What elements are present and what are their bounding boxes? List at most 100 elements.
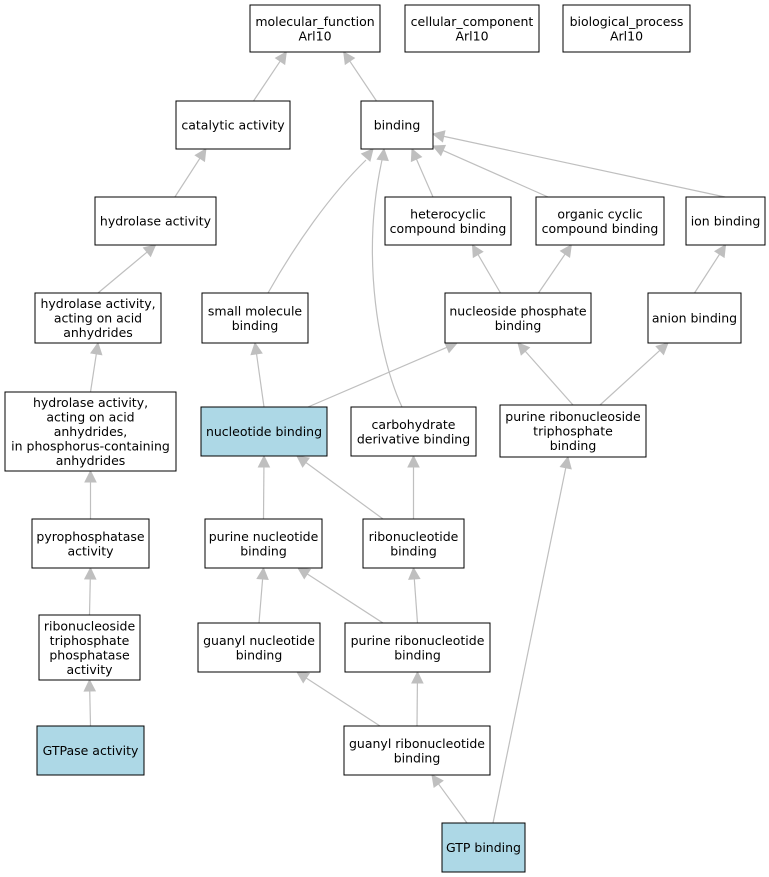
go-term-node-ion: ion binding	[685, 196, 766, 246]
go-term-box	[562, 4, 691, 53]
go-term-label-line: binding	[495, 318, 542, 333]
edge-line	[442, 135, 726, 198]
go-term-label-line: compound binding	[390, 221, 507, 236]
go-term-box	[249, 4, 381, 53]
edge-nucb-to-smb	[250, 341, 265, 408]
go-term-label-line: nucleoside phosphate	[449, 303, 587, 318]
edge-line	[492, 466, 567, 824]
go-term-box	[535, 196, 665, 246]
go-term-box	[350, 406, 477, 457]
go-term-box	[204, 518, 323, 569]
go-term-label-line: purine ribonucleotide	[351, 633, 485, 648]
go-term-box	[384, 196, 512, 246]
edge-arrowhead	[376, 147, 389, 162]
go-term-label-line: catalytic activity	[181, 118, 285, 133]
go-term-label-line: Arl10	[298, 28, 331, 43]
go-term-node-hydp: hydrolase activity,acting on acidanhydri…	[4, 391, 177, 472]
edge-line	[413, 577, 419, 624]
edge-cat-to-mf	[253, 51, 287, 102]
edge-arrowhead	[411, 670, 424, 684]
edge-anion-to-ion	[693, 244, 727, 294]
edge-arrowhead	[410, 147, 423, 163]
go-term-node-gtp: GTP binding	[441, 822, 526, 873]
go-term-label-line: binding	[394, 750, 441, 765]
edge-arrowhead	[83, 678, 97, 692]
go-term-label-line: anhydrides	[63, 325, 133, 340]
go-term-label-line: biological_process	[570, 14, 684, 29]
go-term-box	[4, 391, 177, 472]
edge-line	[253, 59, 282, 102]
edge-hyd-to-cat	[174, 148, 207, 198]
edge-line	[267, 159, 367, 294]
edge-het-to-bind	[410, 147, 434, 198]
edge-arrowhead	[407, 454, 420, 468]
edge-line	[89, 689, 92, 727]
edge-line	[174, 157, 201, 198]
go-term-label-line: activity	[66, 662, 113, 677]
edge-line	[89, 352, 98, 393]
edge-prt-to-anion	[599, 342, 669, 406]
go-term-label-line: ion binding	[691, 214, 761, 229]
edge-layer	[83, 51, 727, 824]
go-term-node-nucb: nucleotide binding	[200, 406, 328, 457]
edge-line	[306, 572, 384, 624]
go-term-label-line: Arl10	[610, 28, 643, 43]
go-term-box	[200, 406, 328, 457]
edge-arrowhead	[431, 130, 446, 143]
edge-line	[538, 252, 567, 294]
edge-arrowhead	[296, 671, 311, 684]
edge-hydanh-to-hyd	[97, 244, 157, 294]
edge-rnb-to-carb	[407, 454, 420, 519]
go-term-label-line: nucleotide binding	[206, 424, 322, 439]
go-term-label-line: GTP binding	[446, 840, 521, 855]
edge-pnb-to-nucb	[257, 454, 271, 520]
edge-org-to-bind	[431, 144, 549, 198]
edge-prnb-to-rnb	[408, 566, 421, 624]
edge-hydp-to-hydanh	[89, 341, 103, 393]
go-term-label-line: cellular_component	[411, 14, 534, 29]
edge-gtpase-to-rtpa	[83, 678, 97, 727]
edge-arrowhead	[84, 469, 97, 483]
go-term-box	[499, 404, 647, 458]
go-term-label-line: binding	[550, 438, 597, 453]
go-term-node-hydanh: hydrolase activity,acting on acidanhydri…	[34, 292, 162, 344]
edge-nsp-to-org	[538, 244, 572, 294]
go-term-node-gtpase: GTPase activity	[36, 725, 145, 776]
go-term-label-line: guanyl ribonucleotide	[349, 736, 485, 751]
edge-arrowhead	[517, 342, 531, 356]
go-term-box	[441, 822, 526, 873]
edge-carb-to-bind	[371, 147, 403, 408]
edge-arrowhead	[713, 244, 727, 259]
edge-rnb-to-nucb	[296, 455, 384, 520]
go-term-box	[444, 292, 592, 344]
go-term-label-line: compound binding	[542, 221, 659, 236]
go-term-label-line: acting on acid	[46, 410, 134, 425]
edge-arrowhead	[297, 567, 312, 580]
go-term-label-line: acting on acid	[54, 311, 142, 326]
edge-gtp-to-grnb	[431, 774, 468, 824]
edge-arrowhead	[443, 341, 459, 354]
edge-line	[97, 250, 149, 294]
go-term-box	[175, 100, 291, 150]
go-term-label-line: triphosphate	[533, 424, 613, 439]
go-term-label-line: hydrolase activity,	[33, 395, 148, 410]
edge-arrowhead	[194, 148, 207, 163]
edge-prnb-to-pnb	[297, 567, 384, 624]
go-term-box	[343, 725, 491, 776]
edge-bind-to-mf	[343, 51, 377, 102]
go-term-box	[94, 196, 217, 246]
edge-arrowhead	[655, 342, 669, 356]
go-term-label-line: purine nucleotide	[209, 529, 319, 544]
edge-arrowhead	[256, 566, 269, 580]
edge-arrowhead	[296, 455, 311, 468]
edge-smb-to-bind	[267, 148, 374, 294]
edge-line	[599, 349, 662, 406]
go-term-label-line: ribonucleotide	[369, 529, 459, 544]
edge-gnb-to-pnb	[256, 566, 269, 624]
